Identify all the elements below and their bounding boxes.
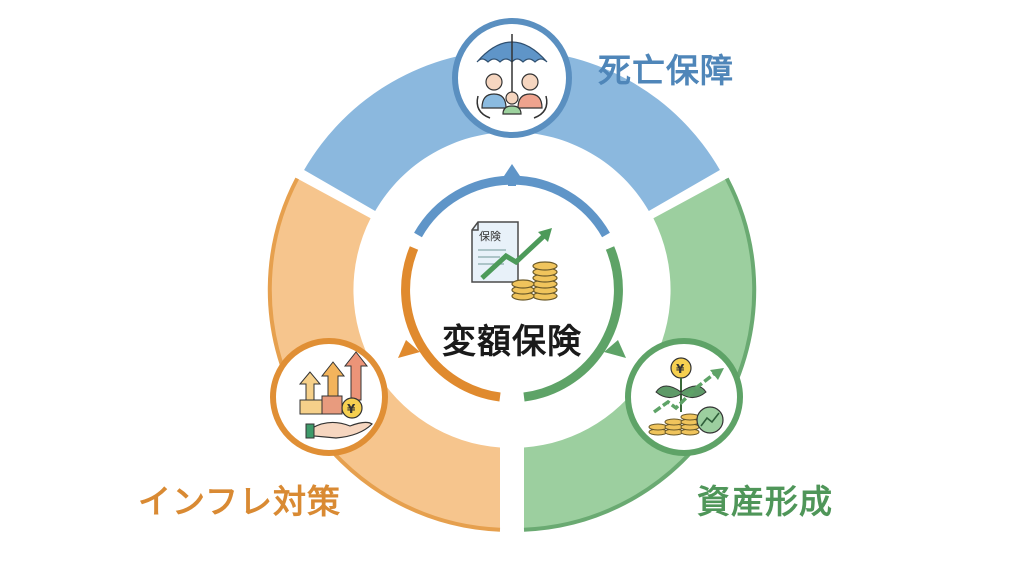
arc-left [401, 246, 501, 402]
death-protection-icon-badge [452, 18, 572, 138]
segment-label-death-protection: 死亡保障 [598, 51, 734, 90]
arrow-to-left-icon [398, 340, 420, 358]
yen-plant-coins-growth-icon: ¥ [648, 357, 724, 436]
center-title: 変額保険 [442, 322, 582, 362]
inner-cycle-arrows [398, 164, 626, 402]
umbrella-family-hands-icon [476, 34, 548, 119]
arc-right [523, 246, 623, 402]
arrow-to-top-icon [500, 164, 524, 182]
inflation-hedge-icon-badge: ¥ [270, 338, 388, 456]
arrow-to-right-icon [604, 340, 626, 358]
segment-label-inflation-hedge: インフレ対策 [138, 482, 342, 521]
svg-text:¥: ¥ [676, 362, 685, 376]
insurance-document-growth-coins-icon: 保険 [471, 221, 558, 301]
asset-building-icon-badge: ¥ [625, 338, 743, 456]
yen-rising-arrows-hand-icon: ¥ [298, 351, 373, 439]
svg-text:¥: ¥ [347, 402, 356, 416]
svg-text:保険: 保険 [479, 229, 501, 243]
segment-label-asset-building: 資産形成 [697, 482, 833, 521]
